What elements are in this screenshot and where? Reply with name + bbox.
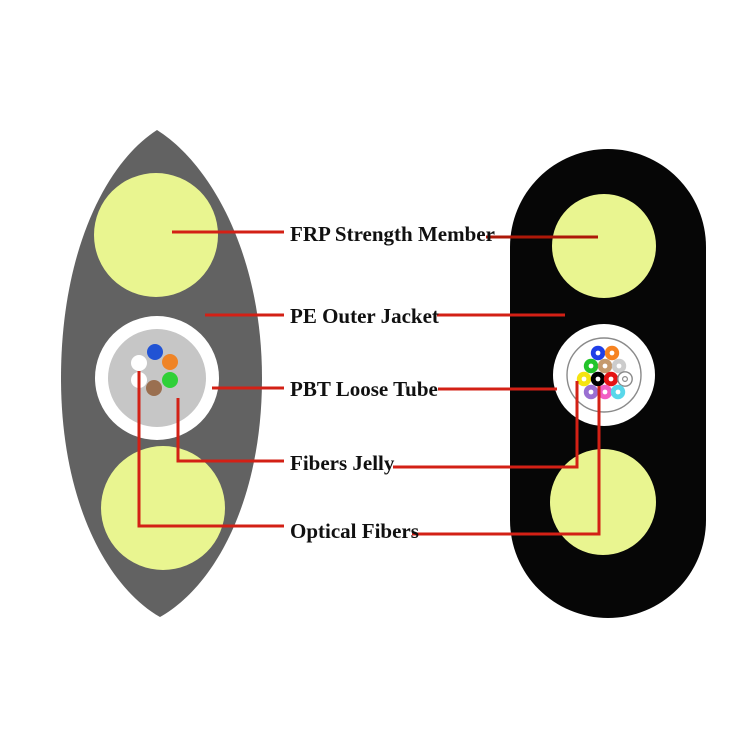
jelly-leader-right <box>393 381 579 469</box>
left-frp-strength-member-top <box>94 173 218 297</box>
leader-lines <box>137 230 601 536</box>
optical-leader-right <box>412 386 601 536</box>
optical-leader-left <box>137 371 284 528</box>
left-frp-strength-member-bottom <box>101 446 225 570</box>
fiber-core <box>609 350 615 356</box>
fiber-core <box>608 376 614 382</box>
label-pe-outer-jacket: PE Outer Jacket <box>290 304 439 328</box>
fiber-core <box>621 376 628 383</box>
labels: FRP Strength Member PE Outer Jacket PBT … <box>290 222 495 543</box>
fiber-core <box>588 363 594 369</box>
left-optical-fibers-group <box>131 344 178 396</box>
green-fiber <box>162 372 178 388</box>
fiber-core <box>588 389 594 395</box>
fiber-core <box>616 363 622 369</box>
right-optical-fibers-group <box>576 345 633 400</box>
brown-fiber <box>146 380 162 396</box>
fiber-core <box>615 389 621 395</box>
left-fibers-jelly <box>108 329 206 427</box>
label-optical-fibers: Optical Fibers <box>290 519 419 543</box>
label-frp-strength-member: FRP Strength Member <box>290 222 495 246</box>
fiber-core <box>602 389 608 395</box>
fiber-core <box>602 363 608 369</box>
right-frp-strength-member-top <box>552 194 656 298</box>
label-fibers-jelly: Fibers Jelly <box>290 451 395 475</box>
fiber-core <box>595 376 601 382</box>
fiber-core <box>595 350 601 356</box>
white-fiber <box>131 355 147 371</box>
label-pbt-loose-tube: PBT Loose Tube <box>290 377 438 401</box>
right-frp-strength-member-bottom <box>550 449 656 555</box>
right-cable <box>510 149 706 618</box>
orange-fiber <box>162 354 178 370</box>
jelly-leader-left <box>176 398 284 463</box>
left-cable <box>61 130 262 617</box>
fiber-core <box>581 376 587 382</box>
blue-fiber <box>147 344 163 360</box>
